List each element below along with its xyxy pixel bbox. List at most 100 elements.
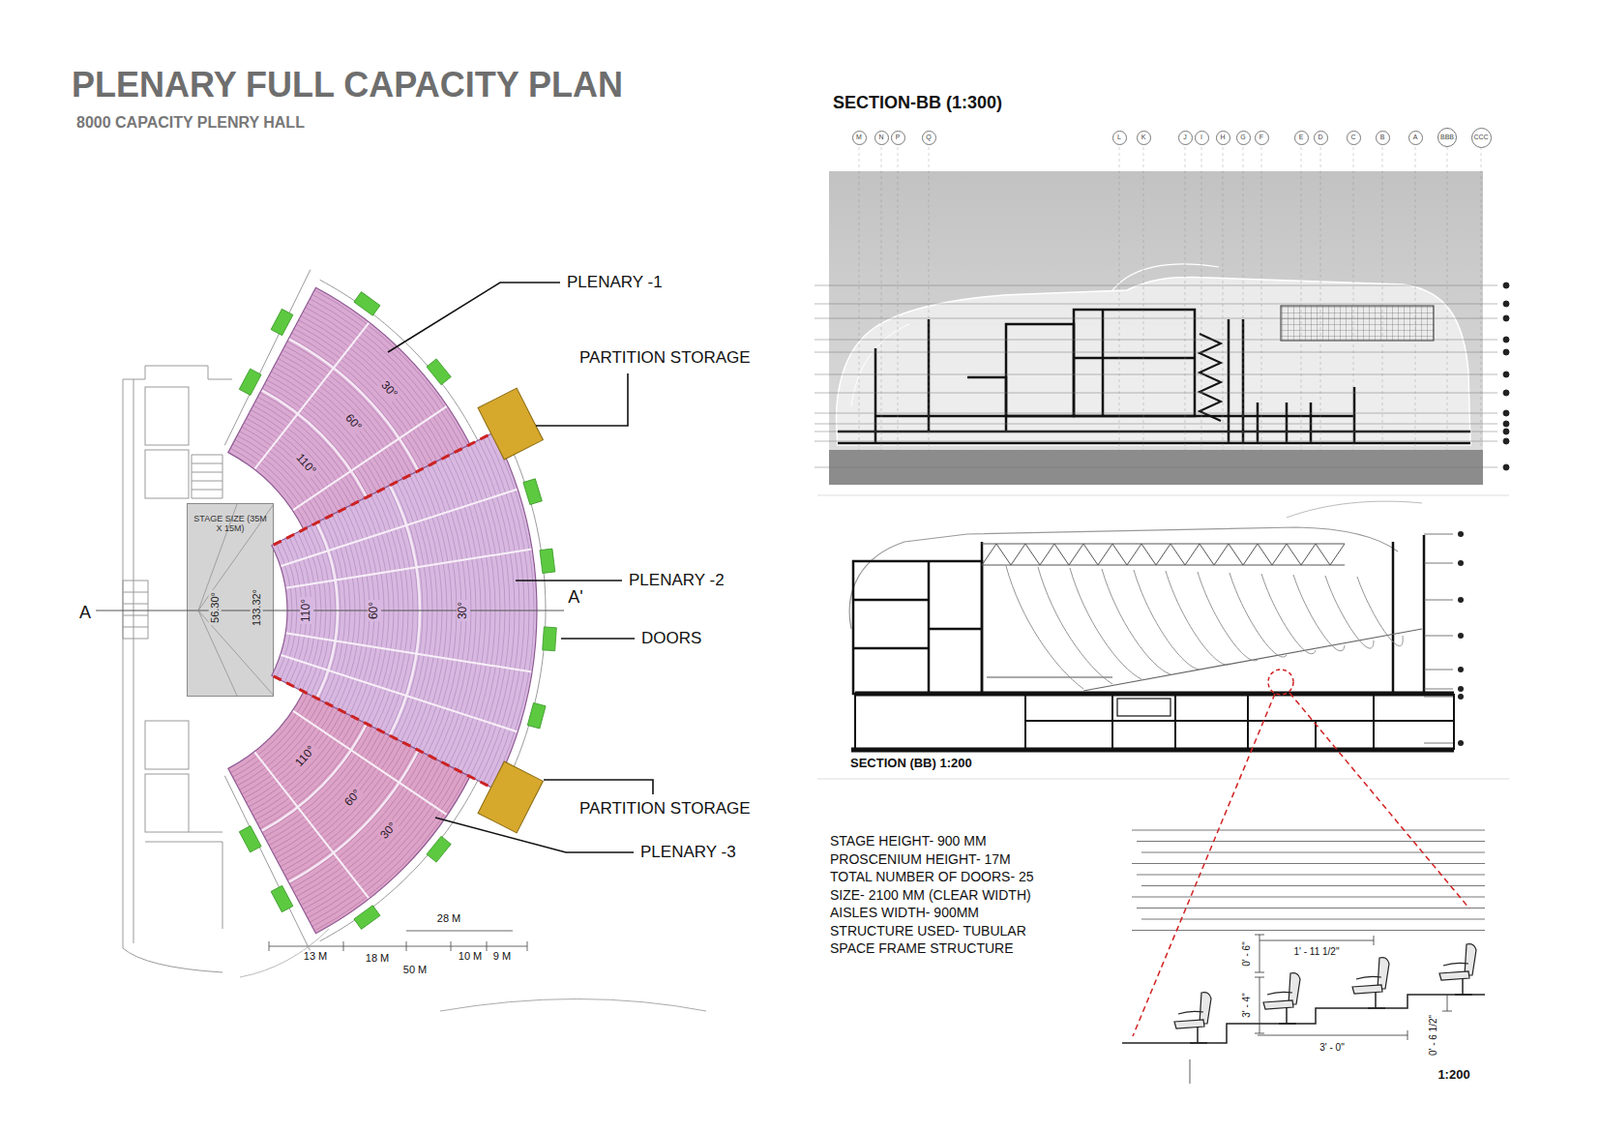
stage-floor [986, 676, 1113, 678]
room-outline [122, 580, 149, 639]
dimension-line [1189, 1059, 1191, 1084]
seat-detail [1122, 934, 1485, 1084]
door-symbol [527, 702, 546, 729]
cross-aisle [261, 723, 418, 883]
radial-aisle [285, 632, 533, 672]
grid-bubble: BBB [1437, 127, 1457, 148]
floor-slab [851, 693, 1454, 750]
door-symbol [354, 292, 381, 317]
chair-symbol [1352, 957, 1390, 1008]
grid-letter: H [1219, 133, 1225, 142]
door-symbol [426, 358, 451, 386]
radial-aisle [254, 322, 370, 470]
sector-fill [228, 691, 471, 934]
radial-aisle [280, 489, 518, 567]
level-line [1423, 742, 1453, 744]
roof-line [851, 324, 910, 407]
dimension: 0' - 6 1/2" [1427, 1013, 1440, 1057]
grid-line [1415, 147, 1417, 455]
tier-line [1136, 874, 1485, 876]
seat-rows [230, 693, 468, 931]
seating-profile [1069, 567, 1142, 680]
grid-letter: L [1117, 133, 1122, 142]
grid-bubble: A [1408, 130, 1423, 146]
level-marker [1503, 300, 1510, 307]
door-symbol [523, 478, 542, 505]
level-marker [1503, 336, 1510, 343]
detail-callout [1268, 669, 1294, 695]
spec-note: SIZE- 2100 MM (CLEAR WIDTH) [829, 886, 1033, 905]
grid-letter: A [1413, 133, 1419, 142]
level-line [814, 318, 1498, 320]
room-outline [145, 773, 189, 832]
seating-profile [1229, 572, 1287, 657]
level-line [1423, 599, 1453, 601]
door-symbol [270, 308, 294, 335]
sheet-separator [817, 495, 1510, 779]
partition-storage [477, 387, 543, 460]
dimension: 9 M [492, 949, 512, 963]
grid-bubble: Q [921, 130, 937, 146]
level-marker [1503, 428, 1510, 435]
grid-bubble: N [874, 130, 889, 146]
seating-profile [1261, 573, 1316, 654]
dimension-line [268, 930, 528, 951]
room-section [1073, 309, 1195, 416]
site-line [440, 999, 707, 1012]
level-line [814, 441, 1498, 443]
grid-letter: N [878, 133, 884, 142]
grid-bubble: H [1215, 130, 1231, 146]
level-line [1423, 688, 1453, 690]
tier-line [1141, 885, 1485, 887]
spec-note: AISLES WIDTH- 900MM [829, 903, 980, 922]
stage-angle: 133.32° [250, 587, 264, 628]
level-line [814, 285, 1498, 287]
grid-line [1382, 147, 1384, 455]
tier-line [1136, 840, 1485, 842]
section-cut-line [95, 610, 564, 612]
roof-line [1112, 264, 1219, 291]
room-outline [145, 449, 189, 499]
section-title: SECTION (BB) 1:200 [849, 755, 974, 771]
basement-wall [855, 693, 1454, 750]
chair-symbol [1263, 973, 1301, 1024]
seating-profile [1165, 570, 1229, 665]
door-symbol [238, 826, 262, 853]
level-marker [1457, 666, 1464, 673]
detail-callout [1132, 692, 1470, 1037]
seating-profile [1133, 569, 1200, 670]
level-marker [1503, 349, 1510, 356]
facade-grid [1280, 305, 1434, 341]
callout-label: PARTITION STORAGE [578, 348, 752, 368]
level-line [814, 374, 1498, 376]
room-section [853, 561, 982, 694]
level-line [1423, 562, 1453, 564]
tier-line [1131, 896, 1485, 898]
seating-profile [1357, 576, 1403, 647]
section-marker: A [78, 602, 92, 624]
dimension-line [1442, 994, 1452, 1011]
grid-letter: B [1380, 133, 1386, 142]
space-frame [981, 543, 1345, 565]
grid-letter: BBB [1440, 133, 1454, 142]
grid-letter: K [1141, 133, 1147, 142]
grid-line [1353, 147, 1355, 455]
level-marker [1457, 531, 1464, 537]
level-marker [1503, 282, 1510, 289]
room-section [1006, 324, 1074, 416]
level-line [814, 282, 1510, 471]
roof-line [1286, 501, 1423, 518]
level-line [814, 431, 1498, 433]
grid-line [897, 147, 899, 455]
seating-profile [1006, 565, 1403, 689]
level-marker [1503, 389, 1510, 396]
level-line [1423, 635, 1453, 637]
seating-profile [1101, 568, 1171, 675]
grid-bubble: D [1313, 130, 1329, 146]
radial-aisle [285, 548, 533, 588]
door-symbol [238, 368, 262, 395]
level-marker [1457, 596, 1464, 603]
